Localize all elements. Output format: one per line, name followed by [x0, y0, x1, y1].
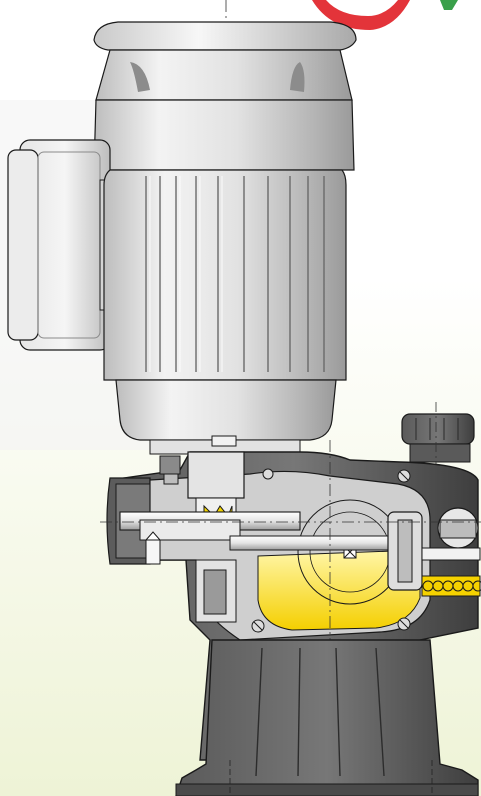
motor-fan-cover — [93, 21, 357, 171]
coupling — [159, 451, 245, 499]
crankshaft — [119, 511, 301, 565]
connecting-rod — [229, 507, 481, 591]
spring — [421, 575, 481, 597]
motor-body — [103, 169, 347, 381]
pump-head-cap — [401, 402, 475, 470]
base-support — [175, 639, 479, 796]
terminal-box — [7, 139, 121, 351]
motor-flange — [115, 379, 337, 455]
